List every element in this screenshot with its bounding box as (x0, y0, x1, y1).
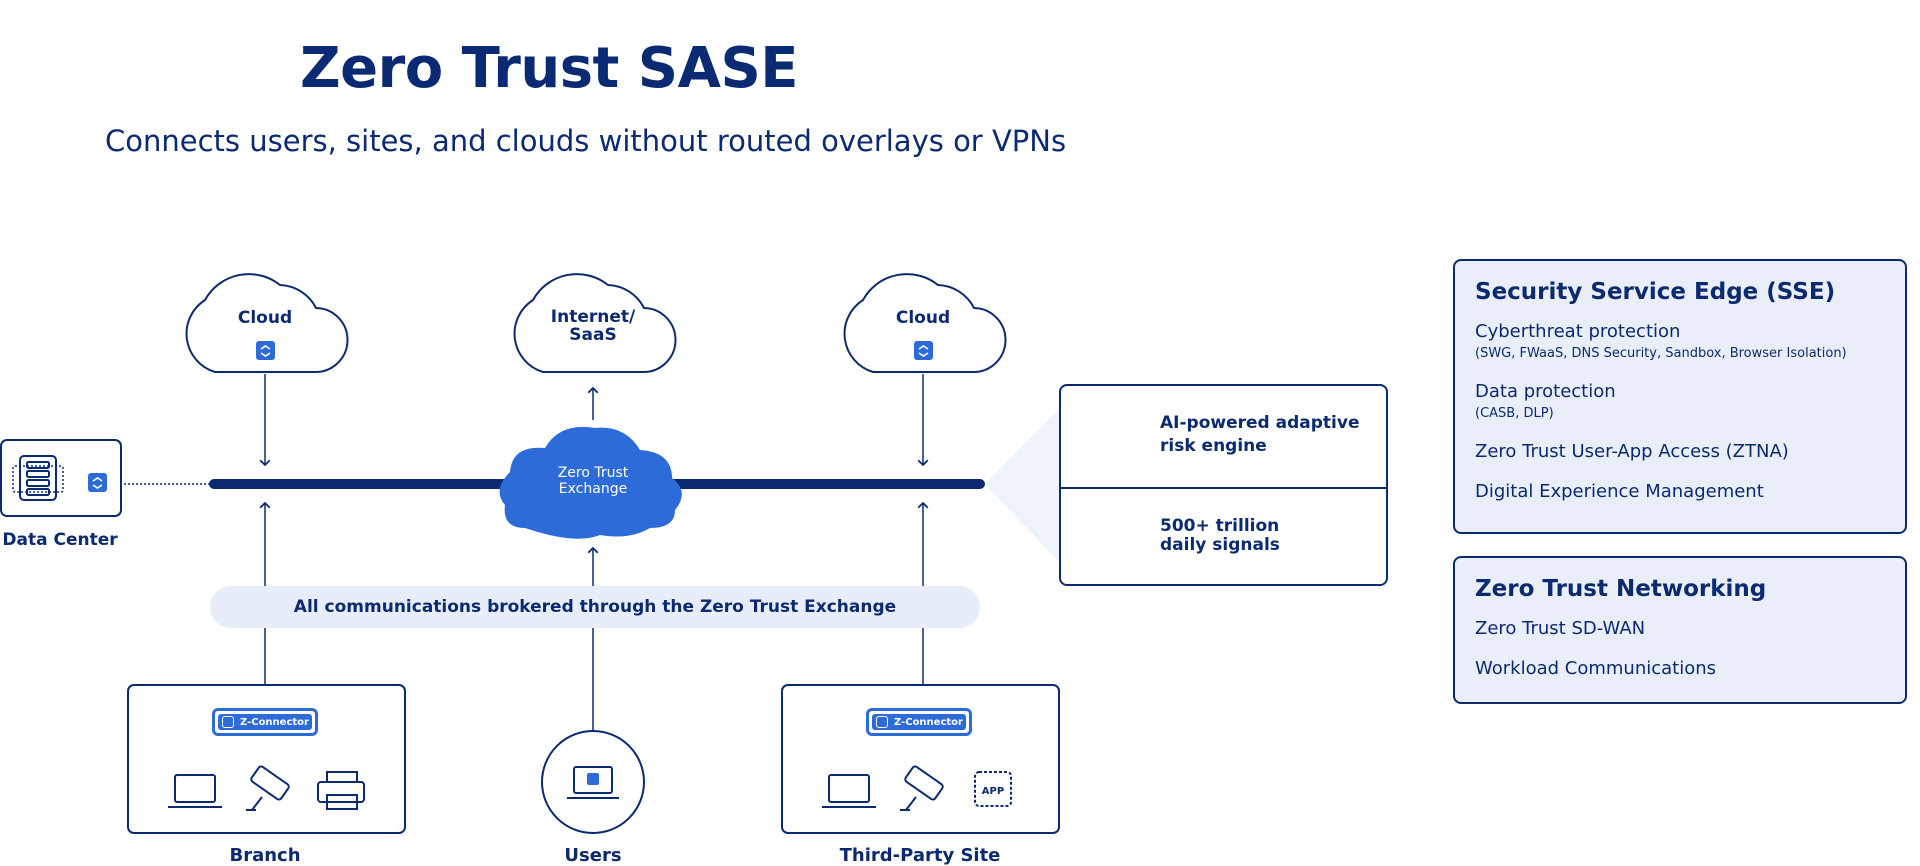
sse-item: Zero Trust User-App Access (ZTNA) (1475, 441, 1789, 462)
z-connector-third-party: Z-Connector (866, 708, 972, 736)
brokered-banner: All communications brokered through the … (210, 586, 980, 628)
cloud-label-left: Cloud (237, 308, 293, 328)
sse-item: Digital Experience Management (1475, 481, 1764, 502)
z-connector-label: Z-Connector (240, 716, 309, 728)
ztn-panel: Zero Trust Networking Zero Trust SD-WAN … (1453, 556, 1907, 704)
daily-signals-text: 500+ trillion daily signals (1160, 516, 1280, 555)
ztn-item: Zero Trust SD-WAN (1475, 618, 1646, 639)
card-highlight (985, 409, 1059, 562)
laptop-icon (822, 774, 876, 808)
third-party-label: Third-Party Site (839, 845, 1001, 866)
sse-item: Cyberthreat protection(SWG, FWaaS, DNS S… (1475, 321, 1847, 361)
server-rack-icon (12, 455, 64, 501)
sse-item: Data protection(CASB, DLP) (1475, 381, 1616, 421)
cloud-left (185, 273, 349, 374)
third-party-box (781, 684, 1060, 834)
cloud-right (843, 273, 1007, 374)
ztn-title: Zero Trust Networking (1475, 576, 1767, 602)
cloud-label-right: Cloud (895, 308, 951, 328)
zscaler-logo-icon (876, 716, 888, 728)
sse-title: Security Service Edge (SSE) (1475, 279, 1836, 305)
zscaler-logo-icon (914, 341, 933, 360)
z-connector-label: Z-Connector (894, 716, 963, 728)
laptop-icon (168, 774, 222, 808)
svg-text:APP: APP (982, 786, 1004, 797)
data-center-label: Data Center (2, 530, 118, 550)
zscaler-logo-icon (256, 341, 275, 360)
zero-trust-exchange-hub (499, 426, 682, 539)
page-title: Zero Trust SASE (300, 36, 799, 101)
sse-panel: Security Service Edge (SSE) Cyberthreat … (1453, 259, 1907, 534)
app-icon: APP (974, 771, 1012, 807)
ai-risk-card: AI-powered adaptive risk engine 500+ tri… (1059, 384, 1388, 586)
page-subtitle: Connects users, sites, and clouds withou… (105, 124, 1067, 158)
users-label: Users (564, 845, 622, 866)
ztn-item: Workload Communications (1475, 658, 1717, 679)
zscaler-logo-icon (222, 716, 234, 728)
printer-icon (317, 771, 365, 810)
zscaler-logo-icon (88, 473, 107, 492)
cloud-label-saas: Internet/ SaaS (550, 307, 636, 345)
camera-icon (900, 765, 944, 811)
z-connector-branch: Z-Connector (212, 708, 318, 736)
hub-label: Zero Trust Exchange (557, 465, 629, 497)
ai-risk-engine-text: AI-powered adaptive risk engine (1160, 413, 1360, 456)
camera-icon (246, 765, 290, 811)
data-center-box (0, 439, 122, 517)
cloud-middle (513, 273, 677, 374)
laptop-icon (567, 766, 619, 799)
branch-label: Branch (229, 845, 301, 866)
